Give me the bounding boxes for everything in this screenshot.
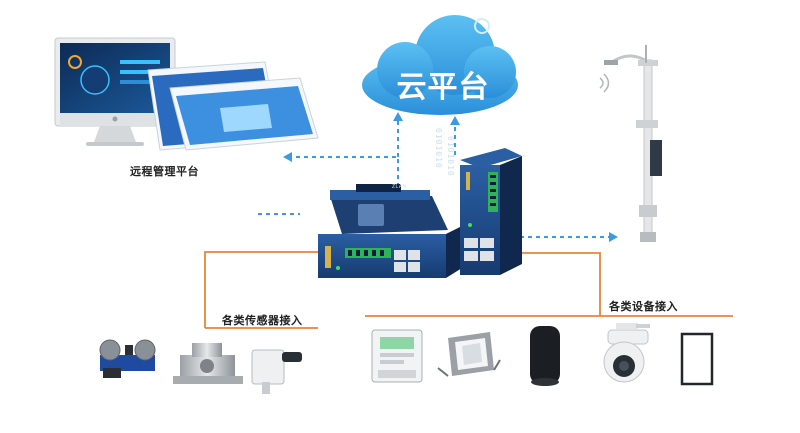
cloud-icon bbox=[362, 15, 518, 115]
electric-meter-icon bbox=[371, 329, 423, 383]
remote-platform-label: 远程管理平台 bbox=[130, 166, 199, 178]
arrow-to-pole bbox=[609, 232, 618, 242]
devices-section-label: 各类设备接入 bbox=[609, 301, 678, 313]
binary-stream-right: 0101010 bbox=[446, 136, 455, 177]
wire-sensor-bus bbox=[204, 251, 318, 328]
arrow-to-cloud-left bbox=[393, 112, 403, 121]
arrowheads bbox=[283, 112, 618, 242]
temperature-humidity-sensor-icon bbox=[251, 349, 302, 394]
gateway-device-vertical bbox=[460, 148, 522, 275]
floodlight-icon bbox=[437, 332, 501, 377]
wire-device-bus bbox=[520, 252, 601, 316]
arrow-to-desktop bbox=[283, 152, 292, 162]
remote-platform-illustration bbox=[54, 37, 319, 151]
gateway-brand-text: ZLAN bbox=[392, 184, 407, 190]
sensor-module-icon bbox=[99, 339, 156, 378]
orange-wiring bbox=[204, 251, 733, 329]
display-panel-icon bbox=[680, 332, 714, 386]
load-cell-icon bbox=[173, 343, 243, 384]
sensors-section-label: 各类传感器接入 bbox=[222, 315, 303, 327]
dome-camera-icon bbox=[603, 323, 650, 383]
cloud-platform-label: 云平台 bbox=[396, 70, 490, 105]
smart-pole-illustration bbox=[599, 45, 662, 242]
dashed-links bbox=[258, 118, 610, 238]
speaker-icon bbox=[530, 326, 560, 386]
gateway-device-horizontal bbox=[318, 184, 462, 278]
arrow-to-cloud-right bbox=[450, 116, 460, 125]
binary-stream-left: 0101010 bbox=[434, 128, 443, 169]
